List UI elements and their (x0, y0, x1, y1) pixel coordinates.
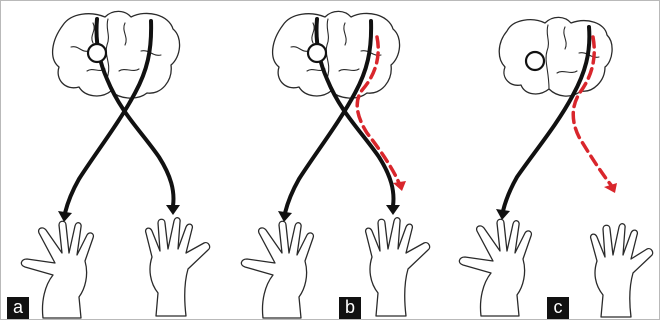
arrowhead-black (496, 209, 510, 220)
right-hand (366, 218, 430, 316)
panel-c: c (441, 1, 659, 319)
arrowhead-red (393, 181, 406, 191)
panel-b: b (221, 1, 439, 319)
panel-label-a: a (7, 297, 29, 319)
panel-label-b: b (339, 297, 361, 319)
panel-b-drawing (221, 1, 439, 319)
brain-outline (53, 11, 180, 98)
arrowhead-black (166, 205, 180, 215)
arrowhead-black (58, 211, 72, 222)
panel-a: a (1, 1, 219, 319)
panel-label-c: c (547, 297, 569, 319)
arrowhead-black (278, 211, 292, 222)
brain-outline (273, 11, 400, 98)
panel-c-drawing (441, 1, 659, 319)
lesion-marker (526, 52, 544, 70)
lesion-marker (308, 44, 326, 62)
left-hand (21, 221, 93, 318)
panel-a-drawing (1, 1, 219, 319)
left-hand (241, 221, 313, 318)
left-hand (459, 219, 531, 316)
arrowhead-black (386, 205, 400, 215)
lesion-marker (88, 44, 106, 62)
right-hand (146, 218, 210, 316)
right-hand (591, 224, 653, 317)
